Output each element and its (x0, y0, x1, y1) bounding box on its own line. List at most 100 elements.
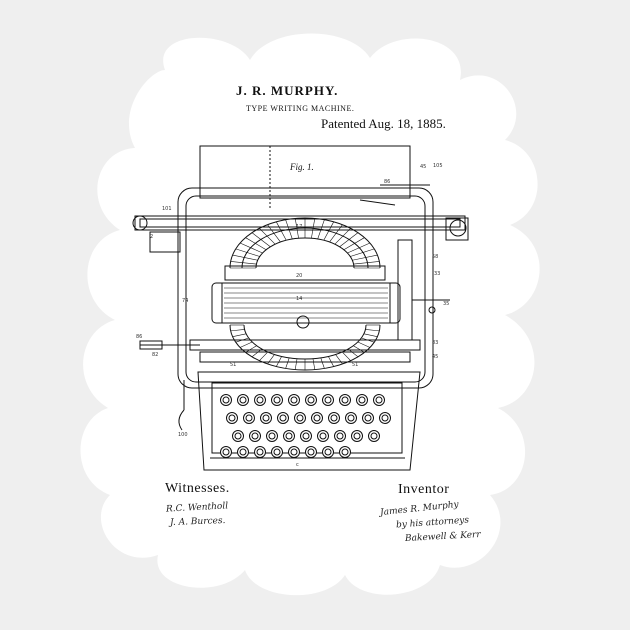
typebar-line (259, 351, 269, 361)
typewriter-key-inner (262, 414, 270, 422)
patent-date: Patented Aug. 18, 1885. (321, 116, 446, 131)
svg-text:74: 74 (182, 298, 188, 304)
typewriter-key-inner (234, 432, 242, 440)
typebar-line (245, 345, 257, 353)
typewriter-key-inner (319, 432, 327, 440)
typebar-line (235, 337, 249, 343)
typebar-line (251, 232, 271, 248)
svg-text:100: 100 (178, 432, 188, 438)
typewriter-key-inner (256, 396, 264, 404)
typebar-line (294, 218, 299, 239)
typebar-line (329, 224, 343, 243)
figure-label: Fig. 1. (290, 162, 314, 172)
typewriter-key-inner (256, 448, 264, 456)
typebar-line (347, 242, 371, 254)
typewriter-key-inner (370, 432, 378, 440)
typewriter-key-inner (375, 396, 383, 404)
svg-text:45: 45 (420, 164, 426, 170)
typebar-line (245, 237, 267, 250)
typebar-line (334, 228, 351, 245)
typebar-line (363, 333, 378, 337)
svg-text:86: 86 (384, 179, 390, 185)
typebar-line (232, 333, 247, 337)
typewriter-key-inner (273, 396, 281, 404)
typewriter-key-inner (364, 414, 372, 422)
typebar-line (232, 254, 258, 261)
svg-text:51: 51 (230, 362, 236, 368)
svg-text:86: 86 (136, 334, 142, 340)
typebar-line (285, 219, 293, 240)
typebar-line (267, 224, 281, 243)
typebar-line (357, 341, 371, 348)
typebar-line (285, 357, 290, 369)
svg-text:83: 83 (432, 340, 438, 346)
typebar-line (335, 354, 343, 365)
typebar-line (317, 219, 325, 240)
typewriter-key-inner (341, 448, 349, 456)
witnesses-label: Witnesses. (165, 481, 230, 496)
svg-text:20: 20 (296, 273, 302, 279)
typebar-line (352, 254, 378, 261)
typebar-line (323, 221, 334, 241)
typebar-line (339, 232, 359, 248)
typewriter-key-inner (336, 432, 344, 440)
typebar-line (239, 341, 253, 348)
sticker-outline (80, 33, 540, 596)
svg-text:82: 82 (152, 352, 158, 358)
left-knob (132, 215, 148, 231)
typebar-line (328, 356, 334, 367)
keyboard-frame (197, 371, 421, 471)
typebar-line (230, 261, 257, 265)
typewriter-key-inner (273, 448, 281, 456)
witness-signature-2: J. A. Burces. (169, 516, 226, 528)
typebar-line (341, 351, 351, 361)
svg-text:2: 2 (150, 234, 153, 240)
typewriter-key-inner (330, 414, 338, 422)
invention-title: TYPE WRITING MACHINE. (246, 104, 355, 113)
typewriter-key-inner (222, 396, 230, 404)
svg-text:105: 105 (433, 163, 443, 169)
typewriter-key-inner (239, 396, 247, 404)
machine-frame (177, 187, 434, 389)
typebar-line (353, 261, 380, 265)
svg-text:101: 101 (162, 206, 172, 212)
typebar-line (353, 345, 365, 353)
typewriter-key-inner (228, 414, 236, 422)
typewriter-key-inner (285, 432, 293, 440)
typewriter-key-inner (302, 432, 310, 440)
typebar-line (230, 329, 245, 332)
typewriter-key-inner (290, 448, 298, 456)
inventor-label: Inventor (398, 482, 450, 497)
svg-text:45: 45 (432, 354, 438, 360)
typewriter-key-inner (268, 432, 276, 440)
typewriter-key-inner (279, 414, 287, 422)
typebar-line (251, 348, 263, 358)
typebar-line (320, 357, 325, 369)
typebar-line (311, 218, 316, 239)
typewriter-key-inner (290, 396, 298, 404)
typebar-line (361, 337, 375, 343)
typewriter-key-inner (307, 448, 315, 456)
typewriter-key-inner (324, 396, 332, 404)
typebar-line (365, 329, 380, 332)
typebar-line (347, 348, 359, 358)
svg-text:14: 14 (296, 296, 302, 302)
typewriter-key-inner (353, 432, 361, 440)
typewriter-key-inner (251, 432, 259, 440)
typebar-line (239, 242, 263, 254)
typewriter-key-inner (313, 414, 321, 422)
typebar-line (276, 221, 287, 241)
typewriter-key-inner (239, 448, 247, 456)
typebar-line (276, 356, 282, 367)
svg-text:c: c (296, 462, 299, 468)
svg-text:17: 17 (296, 224, 302, 230)
platen-roller (211, 282, 401, 324)
typebar-line (350, 248, 375, 257)
center-hub (296, 315, 310, 329)
typebar-line (259, 228, 276, 245)
typewriter-key-inner (358, 396, 366, 404)
typewriter-key-inner (381, 414, 389, 422)
